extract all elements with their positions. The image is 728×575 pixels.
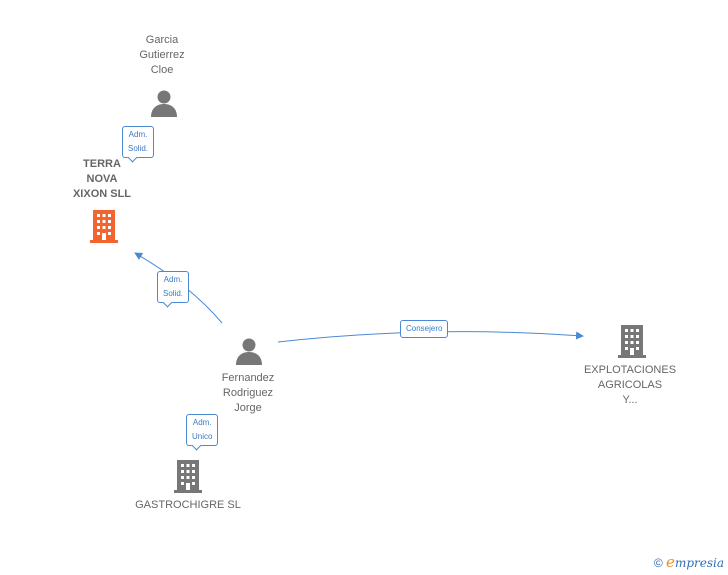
edge-label-line: Solid. bbox=[163, 289, 184, 298]
node-label-gastrochigre[interactable]: GASTROCHIGRE SL bbox=[118, 498, 258, 513]
node-label-terra-nova[interactable]: TERRA NOVA XIXON SLL bbox=[62, 157, 142, 202]
node-label-line: Gutierrez bbox=[139, 49, 185, 61]
node-label-line: Jorge bbox=[234, 402, 262, 414]
node-label-explotaciones[interactable]: EXPLOTACIONES AGRICOLAS Y... bbox=[572, 363, 688, 408]
node-label-line: AGRICOLAS bbox=[597, 379, 663, 391]
edge-label-line: Consejero bbox=[406, 324, 443, 333]
node-label-line: GASTROCHIGRE SL bbox=[135, 499, 241, 511]
person-icon[interactable] bbox=[149, 88, 179, 118]
node-label-fernandez[interactable]: Fernandez Rodriguez Jorge bbox=[202, 371, 294, 416]
node-label-line: Y... bbox=[622, 394, 638, 406]
edge-label-line: Adm. bbox=[192, 418, 212, 427]
edge-label-line: Adm. bbox=[163, 275, 183, 284]
edge-label-line: Adm. bbox=[128, 130, 148, 139]
building-icon[interactable] bbox=[172, 458, 204, 494]
person-icon[interactable] bbox=[234, 336, 264, 366]
edge-label-line: Unico bbox=[192, 432, 213, 441]
node-label-garcia[interactable]: Garcia Gutierrez Cloe bbox=[122, 33, 202, 78]
edge-label-fernandez-terra[interactable]: Adm. Solid. bbox=[157, 271, 190, 303]
building-icon[interactable] bbox=[616, 323, 648, 359]
node-label-line: Rodriguez bbox=[222, 387, 274, 399]
node-label-line: Garcia bbox=[145, 34, 179, 46]
brand-initial: e bbox=[666, 553, 675, 571]
edge-label-fernandez-explotaciones[interactable]: Consejero bbox=[400, 320, 449, 338]
node-label-line: XIXON SLL bbox=[72, 188, 132, 200]
brand-name: mpresia bbox=[674, 556, 724, 570]
edge-label-garcia-terra[interactable]: Adm. Solid. bbox=[122, 126, 155, 158]
building-icon[interactable] bbox=[88, 208, 120, 244]
edge-label-fernandez-gastrochigre[interactable]: Adm. Unico bbox=[186, 414, 219, 446]
copyright-symbol: © bbox=[653, 556, 663, 570]
node-label-line: EXPLOTACIONES bbox=[583, 364, 677, 376]
node-label-line: NOVA bbox=[86, 173, 118, 185]
brand-logo[interactable]: empresia bbox=[666, 553, 724, 571]
node-label-line: Fernandez bbox=[221, 372, 275, 384]
brand-footer: © empresia bbox=[654, 553, 724, 571]
node-label-line: TERRA bbox=[83, 158, 121, 170]
node-label-line: Cloe bbox=[150, 64, 174, 76]
edge-label-line: Solid. bbox=[128, 144, 149, 153]
